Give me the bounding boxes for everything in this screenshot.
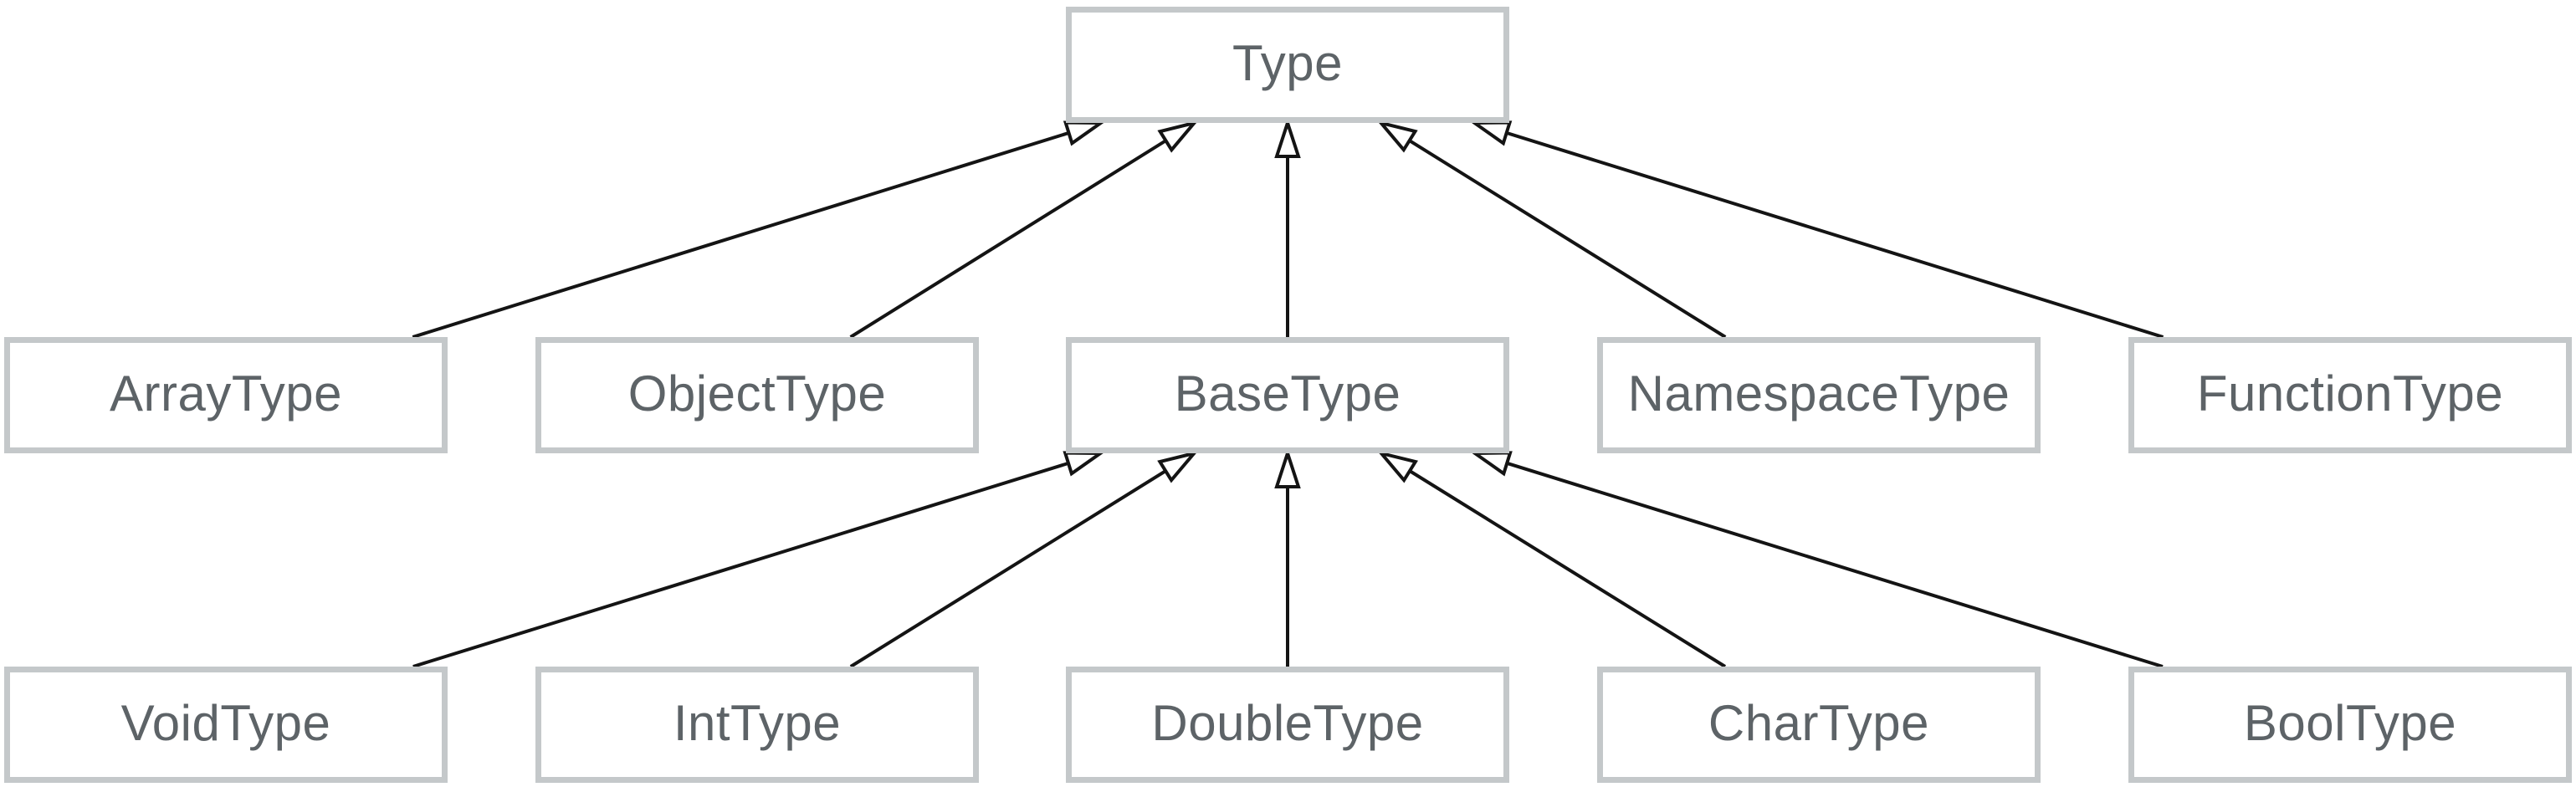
inheritance-arrow-functiontype-to-type xyxy=(1475,123,2164,339)
class-box-type: Type xyxy=(1066,7,1509,123)
class-label: DoubleType xyxy=(1151,694,1424,751)
inheritance-arrow-booltype-to-basetype xyxy=(1475,453,2164,668)
class-label: BaseType xyxy=(1174,365,1401,422)
class-box-voidtype: VoidType xyxy=(4,667,448,783)
class-label: VoidType xyxy=(120,694,331,751)
class-label: FunctionType xyxy=(2196,365,2504,422)
class-box-objecttype: ObjectType xyxy=(535,337,979,453)
class-box-chartype: CharType xyxy=(1597,667,2041,783)
inheritance-arrow-voidtype-to-basetype xyxy=(412,453,1100,668)
inheritance-arrow-chartype-to-basetype xyxy=(1381,453,1727,668)
class-label: ObjectType xyxy=(627,365,887,422)
class-label: ArrayType xyxy=(110,365,342,422)
class-label: IntType xyxy=(673,694,842,751)
class-box-basetype: BaseType xyxy=(1066,337,1509,453)
class-box-doubletype: DoubleType xyxy=(1066,667,1509,783)
inheritance-arrow-arraytype-to-type xyxy=(412,123,1100,339)
class-box-booltype: BoolType xyxy=(2128,667,2572,783)
inheritance-arrow-inttype-to-basetype xyxy=(849,453,1194,668)
class-label: NamespaceType xyxy=(1627,365,2010,422)
class-box-inttype: IntType xyxy=(535,667,979,783)
class-box-namespacetype: NamespaceType xyxy=(1597,337,2041,453)
class-box-functiontype: FunctionType xyxy=(2128,337,2572,453)
class-label: CharType xyxy=(1708,694,1930,751)
class-label: BoolType xyxy=(2243,694,2457,751)
class-box-arraytype: ArrayType xyxy=(4,337,448,453)
inheritance-arrow-objecttype-to-type xyxy=(849,123,1195,339)
inheritance-arrow-namespacetype-to-type xyxy=(1381,123,1727,339)
class-label: Type xyxy=(1232,34,1344,91)
